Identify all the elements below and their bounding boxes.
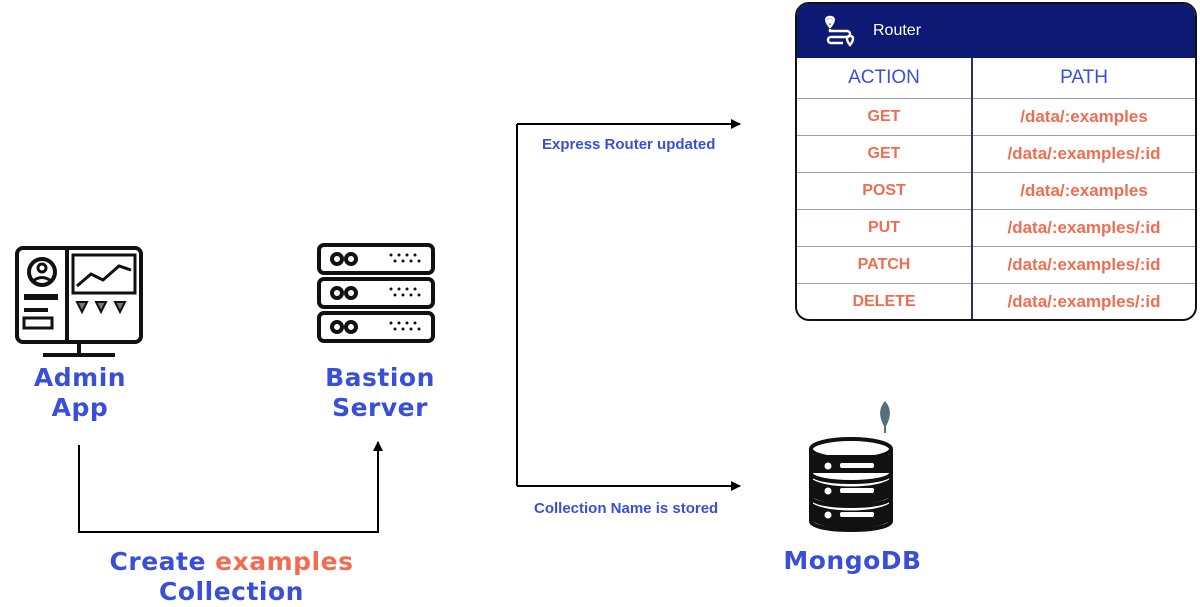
table-row: DELETE /data/:examples/:id <box>797 283 1195 319</box>
route-path: /data/:examples/:id <box>1007 292 1161 311</box>
route-action: POST <box>797 172 973 210</box>
router-card: Router ACTION PATH GET /data/:examples G… <box>795 2 1197 321</box>
mongodb-label: MongoDB <box>783 546 922 575</box>
table-row: GET /data/:examples/:id <box>797 135 1195 173</box>
route-action: GET <box>797 135 973 173</box>
action-column-header: ACTION <box>797 58 973 99</box>
table-row: POST /data/:examples <box>797 172 1195 210</box>
collection-name-stored-label: Collection Name is stored <box>534 500 719 517</box>
table-row: GET /data/:examples <box>797 98 1195 136</box>
admin-app-label: Admin App <box>33 363 127 422</box>
path-column-header: PATH <box>972 58 1195 99</box>
table-row: PATCH /data/:examples/:id <box>797 246 1195 284</box>
route-path: /data/:examples <box>972 98 1195 136</box>
route-action: PATCH <box>797 246 973 284</box>
admin-to-bastion-arrow <box>78 441 383 533</box>
mongodb-leaf-icon <box>880 401 890 433</box>
route-path: /data/:examples/:id <box>972 246 1195 284</box>
routes-table: ACTION PATH GET /data/:examples GET /dat… <box>797 58 1195 319</box>
table-row: PUT /data/:examples/:id <box>797 209 1195 247</box>
examples-highlight: examples <box>215 547 354 576</box>
bastion-server-label: Bastion Server <box>325 363 435 422</box>
route-path: /data/:examples/:id <box>972 209 1195 247</box>
server-rack-icon <box>317 243 435 343</box>
router-title: Router <box>873 22 922 39</box>
dashboard-monitor-icon <box>15 246 143 357</box>
routes-header-row: ACTION PATH <box>797 58 1195 99</box>
route-path: /data/:examples <box>972 172 1195 210</box>
route-action: DELETE <box>797 283 973 319</box>
route-path: /data/:examples/:id <box>972 135 1195 173</box>
database-icon <box>809 437 893 532</box>
route-action: GET <box>797 98 973 136</box>
router-header: Router <box>797 4 1195 58</box>
create-collection-label: Create examples Collection <box>109 547 354 606</box>
express-router-updated-label: Express Router updated <box>542 136 716 153</box>
to-router-arrow <box>517 124 740 486</box>
route-action: PUT <box>797 209 973 247</box>
route-icon <box>825 15 855 47</box>
